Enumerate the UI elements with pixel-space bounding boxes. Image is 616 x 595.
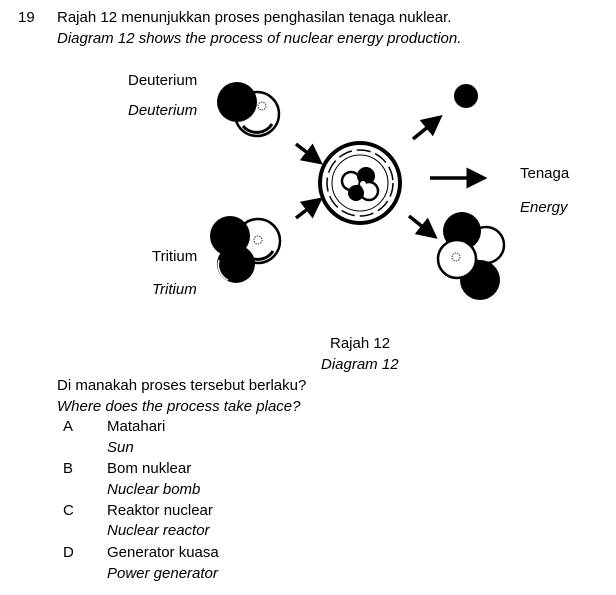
option-letter: B: [63, 460, 74, 477]
option-text-malay: Matahari: [107, 418, 166, 435]
option-text-english: Nuclear reactor: [107, 522, 210, 539]
fusion-ring-icon: [318, 141, 402, 225]
deuterium-label-english: Deuterium: [128, 102, 198, 119]
energy-label-english: Energy: [520, 199, 568, 216]
option-letter: D: [63, 544, 74, 561]
question-stem-malay: Rajah 12 menunjukkan proses penghasilan …: [57, 9, 452, 26]
option-text-malay: Reaktor nuclear: [107, 502, 213, 519]
option-letter: C: [63, 502, 74, 519]
option-letter: A: [63, 418, 74, 435]
diagram-caption-malay: Rajah 12: [330, 335, 391, 352]
option-text-english: Sun: [107, 439, 134, 456]
deuterium-nucleus-icon: [217, 82, 281, 138]
option-text-english: Power generator: [107, 565, 218, 582]
nuclear-fusion-diagram: [210, 82, 506, 300]
helium-nucleus-icon: [436, 212, 506, 300]
arrows-icon: [294, 114, 488, 239]
option-text-english: Nuclear bomb: [107, 481, 201, 498]
option-text-malay: Bom nuklear: [107, 460, 192, 477]
energy-label-malay: Tenaga: [520, 165, 570, 182]
prompt-english: Where does the process take place?: [57, 398, 301, 415]
deuterium-label-malay: Deuterium: [128, 72, 198, 89]
prompt-malay: Di manakah proses tersebut berlaku?: [57, 377, 307, 394]
neutron-icon: [454, 84, 478, 108]
option-text-malay: Generator kuasa: [107, 544, 219, 561]
tritium-nucleus-icon: [210, 216, 282, 283]
diagram-caption-english: Diagram 12: [321, 356, 399, 373]
question-number: 19: [18, 9, 35, 26]
tritium-label-malay: Tritium: [152, 248, 198, 265]
tritium-label-english: Tritium: [152, 281, 197, 298]
question-stem-english: Diagram 12 shows the process of nuclear …: [57, 30, 462, 47]
